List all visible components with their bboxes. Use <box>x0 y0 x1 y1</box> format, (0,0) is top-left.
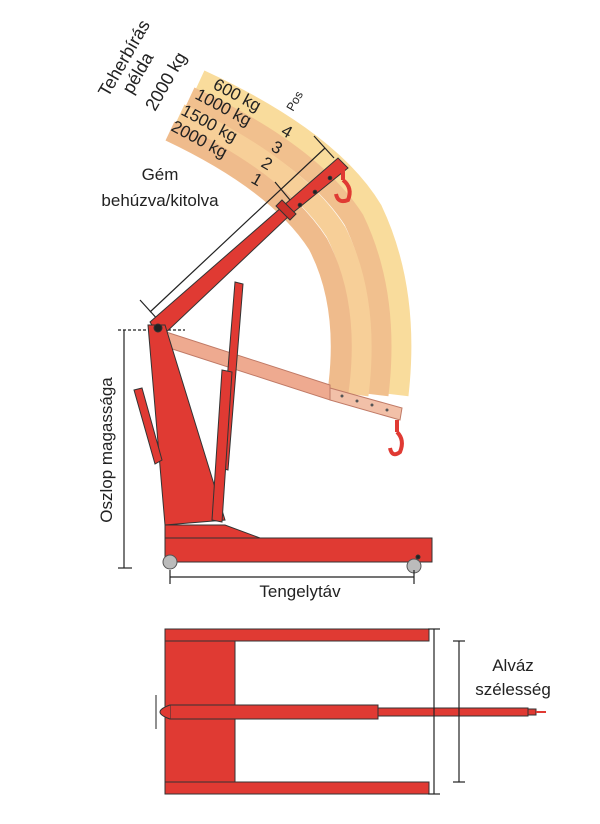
mast-label: Oszlop magassága <box>97 377 116 523</box>
band-pos-1 <box>165 121 352 394</box>
boom-label: Gém <box>142 165 179 184</box>
pivot <box>153 323 163 333</box>
width-label: szélesség <box>475 680 551 699</box>
wheelbase-dimension <box>169 570 415 584</box>
hook-icon <box>388 420 404 457</box>
capacity-bands <box>165 70 412 397</box>
boom-label: behúzva/kitolva <box>101 191 219 210</box>
handle <box>133 387 163 465</box>
band-pos-3 <box>185 87 392 397</box>
mast-dimension <box>118 329 185 569</box>
band-pos-2 <box>175 104 372 397</box>
boom-top <box>169 704 379 720</box>
base-frame <box>164 537 433 563</box>
hook-icon <box>334 168 352 204</box>
chassis-leg <box>164 628 430 642</box>
pos-label: Pos <box>283 89 305 114</box>
boom-dimension <box>139 135 335 323</box>
crane-body <box>133 157 433 563</box>
top-view <box>155 628 546 795</box>
band-pos-4 <box>195 70 412 397</box>
boom-extension <box>377 707 529 717</box>
chassis-leg <box>164 781 430 795</box>
wheelbase-label: Tengelytáv <box>259 582 341 601</box>
width-label: Alváz <box>492 656 534 675</box>
capacity-title: Teherbírás példa 2000 kg <box>94 16 190 114</box>
wheel <box>162 554 178 570</box>
width-dimension <box>428 628 465 795</box>
wheels <box>162 554 422 574</box>
